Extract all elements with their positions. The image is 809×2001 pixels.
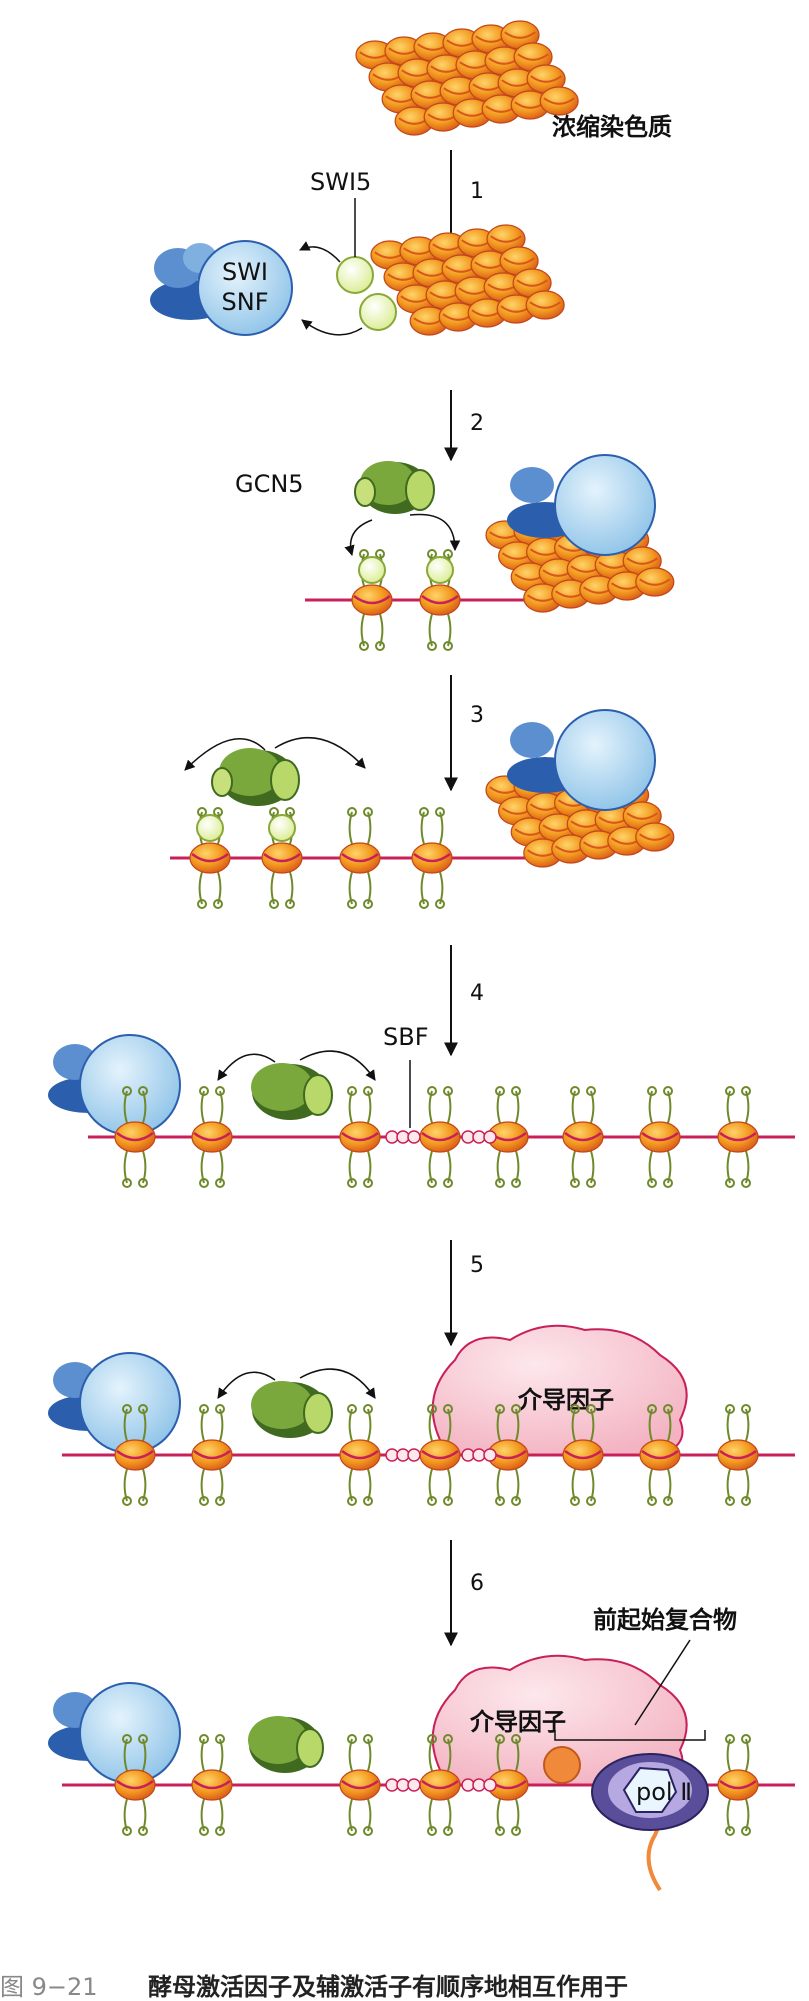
nucleosome bbox=[525, 290, 565, 320]
gcn5-label: GCN5 bbox=[235, 470, 304, 498]
step-number: 2 bbox=[470, 411, 484, 436]
pol2-complex: pol Ⅱ bbox=[543, 1746, 709, 1892]
mediator-label: 介导因子 bbox=[469, 1708, 566, 1736]
pol2-label: pol Ⅱ bbox=[636, 1778, 692, 1806]
step-number: 3 bbox=[470, 703, 484, 728]
free-nucleosome bbox=[339, 1734, 381, 1836]
free-nucleosome bbox=[339, 1086, 381, 1188]
swi5-activator bbox=[336, 256, 374, 294]
condensed-chromatin-stage-0: 浓缩染色质 bbox=[355, 20, 672, 141]
swi-snf-complex bbox=[507, 709, 656, 811]
stage-6: 介导因子 前起始复合物 pol Ⅱ bbox=[48, 1606, 795, 1892]
condensed-chromatin-label: 浓缩染色质 bbox=[552, 113, 672, 141]
free-nucleosome bbox=[191, 1404, 233, 1506]
free-nucleosomes bbox=[114, 1734, 759, 1836]
activator bbox=[268, 814, 296, 842]
snf-label: SNF bbox=[222, 288, 269, 316]
swi5-activator bbox=[359, 293, 397, 331]
stage-1: SWI SNF SWI5 bbox=[150, 168, 565, 336]
free-nucleosome bbox=[562, 1086, 604, 1188]
free-nucleosome bbox=[717, 1086, 759, 1188]
step-numbers: 1 2 3 4 5 6 bbox=[470, 179, 484, 1596]
free-nucleosome bbox=[339, 807, 381, 909]
sbf-label: SBF bbox=[383, 1023, 429, 1051]
nucleosome bbox=[513, 42, 553, 72]
free-nucleosome bbox=[419, 1086, 461, 1188]
free-nucleosome bbox=[114, 1404, 156, 1506]
free-nucleosome bbox=[114, 1734, 156, 1836]
stage-2: GCN5 bbox=[235, 454, 675, 651]
nucleosome bbox=[441, 254, 481, 284]
sbf-binding-site bbox=[461, 1778, 497, 1792]
free-nucleosome bbox=[339, 1404, 381, 1506]
step-number: 4 bbox=[470, 981, 484, 1006]
swi5-label: SWI5 bbox=[310, 168, 371, 196]
caption-number: 图 9−21 bbox=[0, 1973, 98, 2001]
nucleosome bbox=[635, 822, 675, 852]
stage-4: SBF bbox=[48, 1023, 795, 1188]
free-nucleosome bbox=[351, 549, 393, 651]
gcn5-complex bbox=[251, 1063, 333, 1120]
swi-snf-complex bbox=[48, 1352, 181, 1454]
nucleosome bbox=[499, 246, 539, 276]
activator bbox=[358, 556, 386, 584]
mediator-blob bbox=[431, 1654, 688, 1786]
free-nucleosome bbox=[419, 1734, 461, 1836]
free-nucleosomes bbox=[114, 1086, 759, 1188]
free-nucleosomes bbox=[114, 1404, 759, 1506]
activator bbox=[196, 814, 224, 842]
activator bbox=[426, 556, 454, 584]
sbf-binding-site bbox=[385, 1448, 421, 1462]
sbf-binding-site bbox=[461, 1448, 497, 1462]
stage-3 bbox=[170, 709, 675, 909]
nucleosome bbox=[423, 102, 463, 132]
step-number: 1 bbox=[470, 179, 484, 204]
swi-snf-complex bbox=[507, 454, 656, 556]
free-nucleosome bbox=[189, 807, 231, 909]
sbf-binding-site bbox=[385, 1778, 421, 1792]
nucleosome-cluster bbox=[370, 224, 565, 336]
step-number: 6 bbox=[470, 1571, 484, 1596]
sbf-binding-site bbox=[461, 1130, 497, 1144]
nucleosome-cluster bbox=[355, 20, 579, 136]
sbf-binding-site bbox=[385, 1130, 421, 1144]
nucleosome-cluster bbox=[485, 504, 675, 613]
swi-snf-complex: SWI SNF bbox=[150, 240, 293, 336]
gcn5-complex bbox=[211, 748, 300, 806]
free-nucleosome bbox=[114, 1086, 156, 1188]
free-nucleosome bbox=[411, 807, 453, 909]
caption: 图 9−21 酵母激活因子及辅激活子有顺序地相互作用于 bbox=[0, 1973, 628, 2001]
step-number: 5 bbox=[470, 1253, 484, 1278]
swi-snf-complex bbox=[48, 1034, 181, 1136]
free-nucleosome bbox=[562, 1404, 604, 1506]
mediator-blob bbox=[431, 1324, 688, 1456]
swi-label: SWI bbox=[222, 258, 268, 286]
free-nucleosome bbox=[639, 1086, 681, 1188]
free-nucleosome bbox=[419, 549, 461, 651]
preinitiation-complex-label: 前起始复合物 bbox=[593, 1606, 737, 1634]
free-nucleosome bbox=[419, 1404, 461, 1506]
swi-snf-complex bbox=[48, 1682, 181, 1784]
free-nucleosome bbox=[717, 1734, 759, 1836]
caption-text: 酵母激活因子及辅激活子有顺序地相互作用于 bbox=[148, 1973, 628, 2001]
free-nucleosome bbox=[191, 1086, 233, 1188]
free-nucleosome bbox=[639, 1404, 681, 1506]
stage-5: 介导因子 bbox=[48, 1324, 795, 1506]
mediator-label: 介导因子 bbox=[517, 1386, 614, 1414]
gcn5-complex bbox=[248, 1716, 324, 1773]
nucleosome bbox=[635, 567, 675, 597]
free-nucleosome bbox=[487, 1734, 529, 1836]
gcn5-complex bbox=[354, 461, 435, 514]
free-nucleosomes bbox=[351, 549, 461, 651]
free-nucleosomes bbox=[189, 807, 453, 909]
free-nucleosome bbox=[717, 1404, 759, 1506]
gcn5-complex bbox=[251, 1381, 333, 1438]
nucleosome bbox=[539, 86, 579, 116]
free-nucleosome bbox=[191, 1734, 233, 1836]
free-nucleosome bbox=[261, 807, 303, 909]
